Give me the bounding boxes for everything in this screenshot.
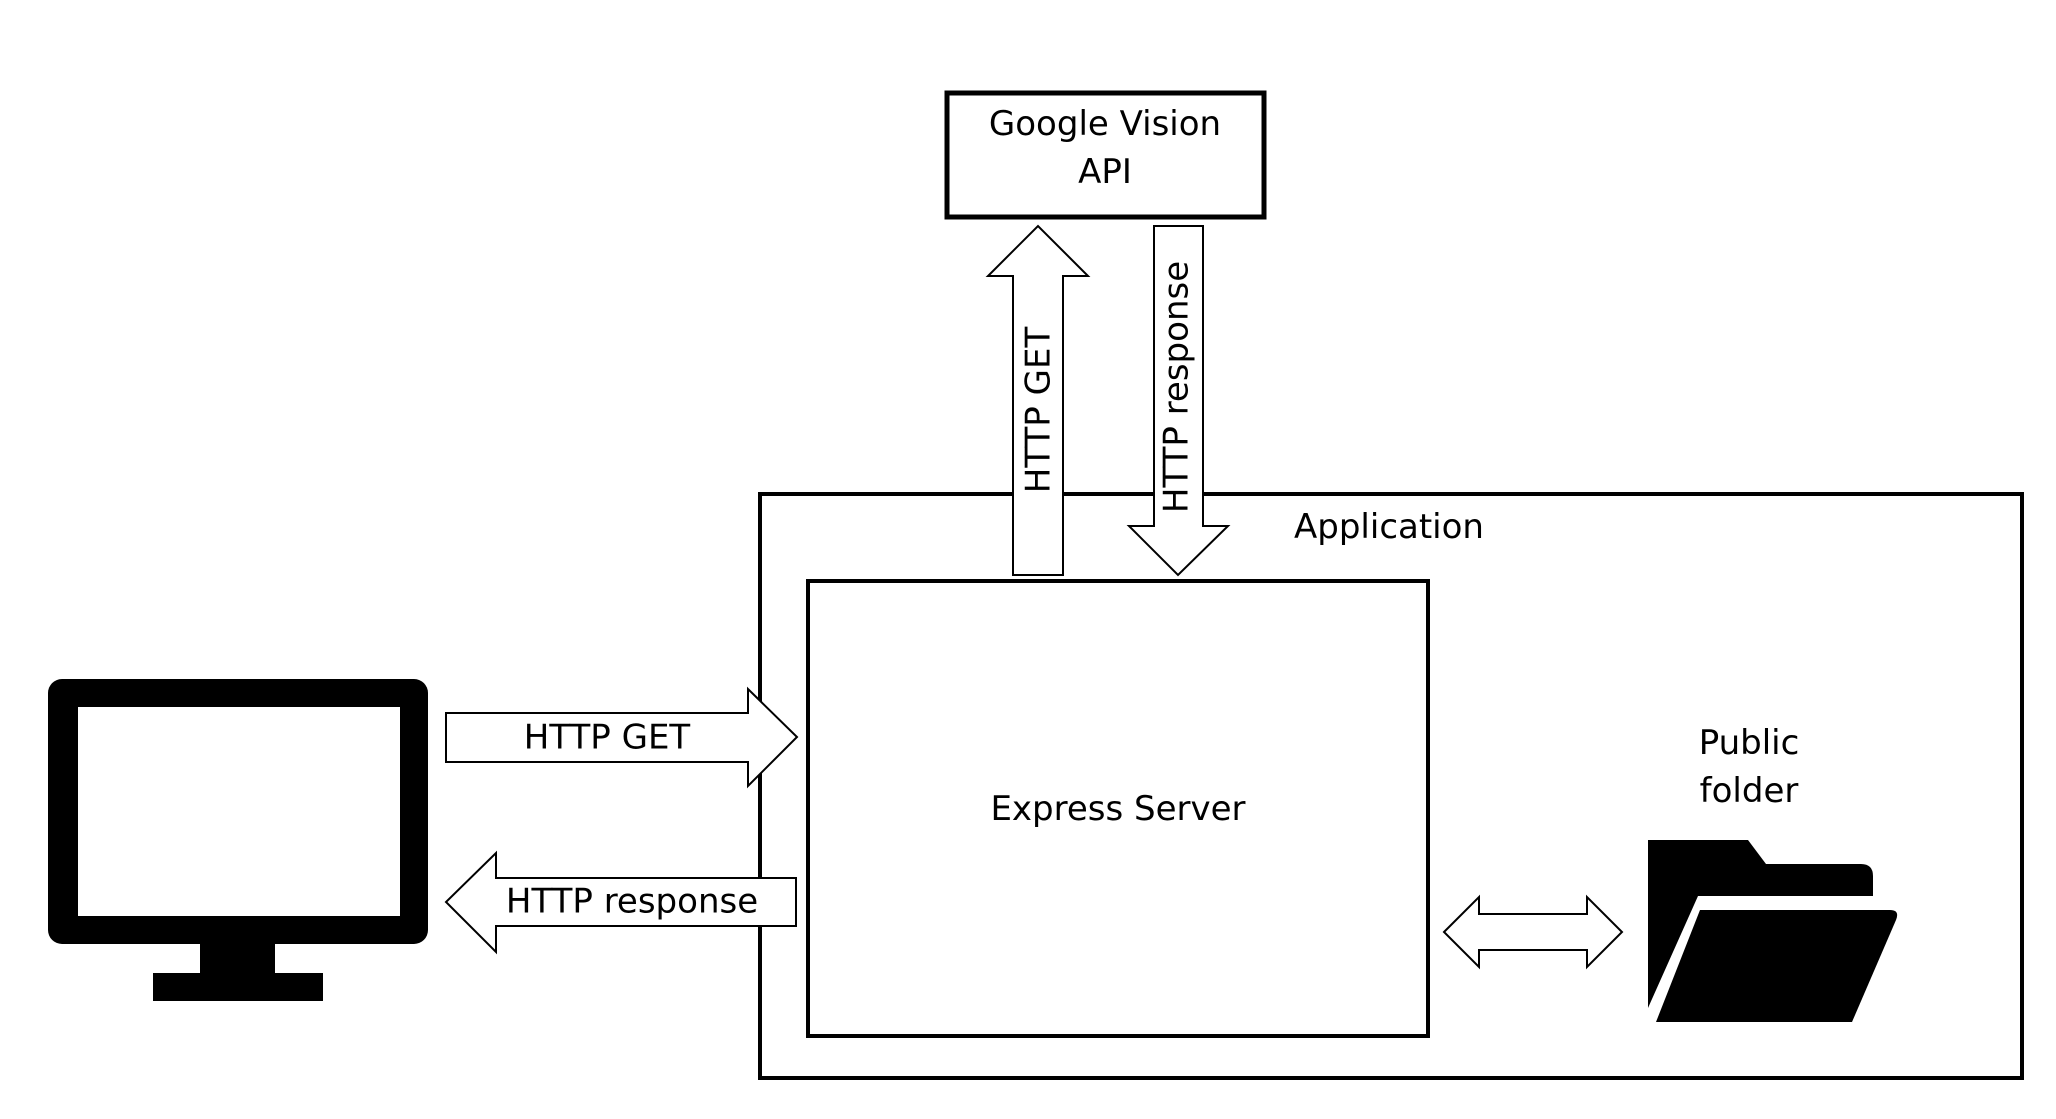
public-folder-label-line2: folder <box>1700 771 1799 811</box>
public-folder-node: Public folder <box>1648 723 1898 1022</box>
application-box <box>758 492 2024 1080</box>
server-to-api-label: HTTP GET <box>1019 327 1059 494</box>
application-node: Application <box>758 492 2024 1080</box>
down-arrow-shape <box>1126 225 1231 577</box>
google-vision-api-node: Google Vision API <box>944 90 1267 220</box>
application-label: Application <box>1294 507 1484 547</box>
folder-icon <box>1648 840 1898 1022</box>
monitor-icon <box>48 679 428 1001</box>
express-server-node: Express Server <box>806 579 1430 1038</box>
api-to-server-label: HTTP response <box>1157 261 1197 513</box>
express-server-label: Express Server <box>990 789 1245 829</box>
double-arrow-shape <box>1442 894 1624 970</box>
server-to-api-arrow: HTTP GET <box>985 224 1091 576</box>
right-arrow-shape <box>445 686 799 789</box>
client-to-server-label: HTTP GET <box>524 718 691 758</box>
monitor-base <box>153 973 323 1001</box>
express-server-box <box>806 579 1430 1038</box>
server-to-client-arrow: HTTP response <box>444 850 797 955</box>
server-to-client-label: HTTP response <box>506 882 758 922</box>
google-vision-api-label-line1: Google Vision <box>989 104 1221 144</box>
monitor-screen <box>78 707 400 916</box>
api-to-server-arrow: HTTP response <box>1126 225 1231 577</box>
up-arrow-shape <box>985 224 1091 576</box>
google-vision-api-label-line2: API <box>1078 152 1132 192</box>
public-folder-label-line1: Public <box>1699 723 1800 763</box>
server-folder-double-arrow <box>1442 894 1624 970</box>
client-to-server-arrow: HTTP GET <box>445 686 799 789</box>
left-arrow-shape <box>444 850 797 955</box>
google-vision-api-box <box>944 90 1267 220</box>
monitor-neck <box>200 944 275 974</box>
